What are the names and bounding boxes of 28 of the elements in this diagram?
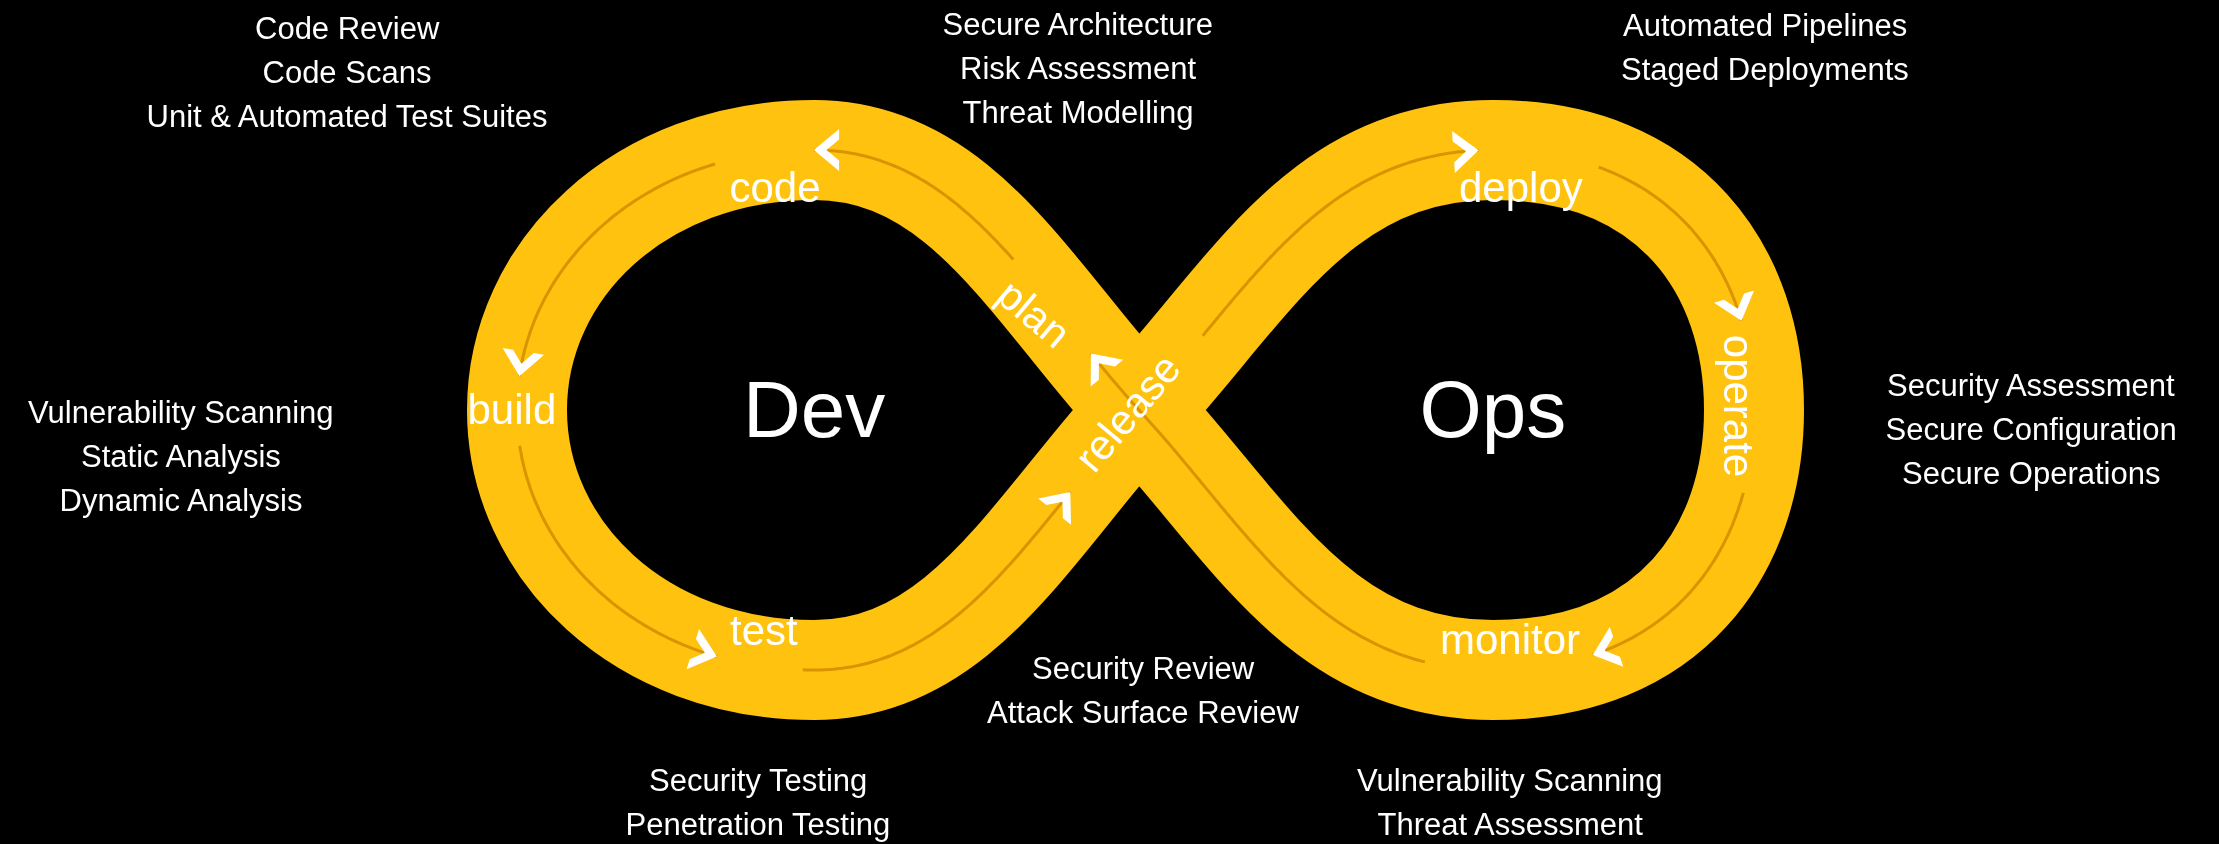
- stage-label: test: [730, 610, 798, 652]
- annotation-text: Attack Surface Review: [987, 696, 1299, 728]
- stage-label: plan: [989, 272, 1078, 356]
- annotation-text: Penetration Testing: [625, 808, 891, 840]
- annotation-text: Secure Configuration: [1885, 413, 2177, 445]
- annotation-text: Unit & Automated Test Suites: [146, 100, 548, 132]
- annotation-text: Security Assessment: [1887, 369, 2175, 401]
- annotation-text: Secure Operations: [1902, 457, 2161, 489]
- annotation-text: Secure Architecture: [942, 8, 1214, 40]
- annotation-text: Dynamic Analysis: [59, 484, 303, 516]
- stage-label: build: [467, 389, 557, 431]
- annotation-text: Code Scans: [262, 56, 432, 88]
- stage-label: deploy: [1459, 167, 1583, 209]
- annotation-text: Threat Assessment: [1377, 808, 1643, 840]
- annotation-text: Staged Deployments: [1621, 53, 1909, 85]
- annotation-text: Threat Modelling: [962, 96, 1194, 128]
- annotation-text: Risk Assessment: [960, 52, 1196, 84]
- stage-label: monitor: [1440, 619, 1581, 661]
- stage-label: code: [729, 167, 821, 209]
- annotation-text: Vulnerability Scanning: [1357, 764, 1663, 796]
- annotation-text: Automated Pipelines: [1623, 9, 1908, 41]
- lobe-label: Dev: [743, 370, 886, 450]
- annotation-text: Security Testing: [649, 764, 868, 796]
- stage-label: operate: [1717, 334, 1760, 478]
- annotation-text: Code Review: [255, 12, 440, 44]
- annotation-text: Security Review: [1032, 652, 1255, 684]
- annotation-text: Static Analysis: [81, 440, 281, 472]
- annotation-text: Vulnerability Scanning: [28, 396, 334, 428]
